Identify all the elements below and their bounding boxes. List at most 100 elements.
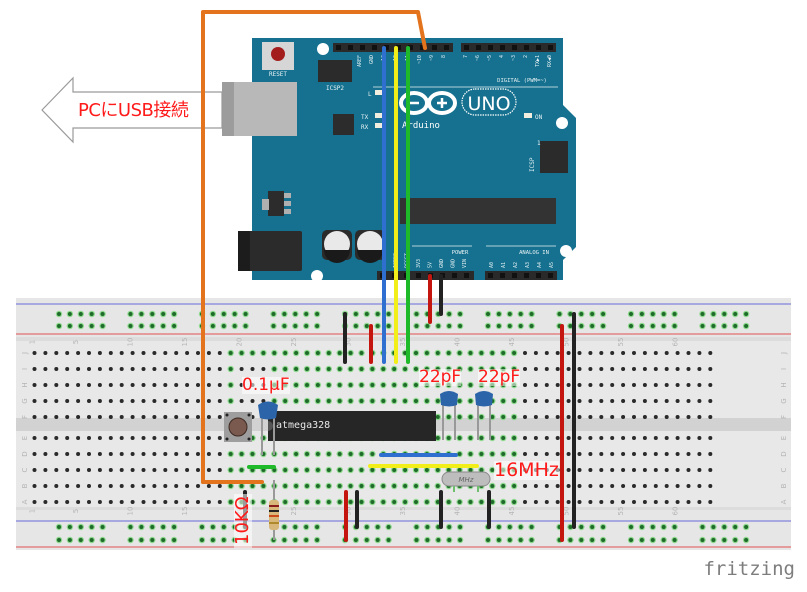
power-rail-hole xyxy=(414,525,419,529)
breadboard-hole xyxy=(512,415,517,419)
breadboard-hole xyxy=(141,484,146,488)
icsp2-label: ICSP2 xyxy=(326,85,344,92)
breadboard-hole xyxy=(359,468,364,472)
breadboard-hole xyxy=(163,351,168,355)
breadboard-hole xyxy=(523,452,527,456)
header-pin-label: RX◀0 xyxy=(547,55,553,67)
breadboard-hole xyxy=(239,468,244,472)
header-pin xyxy=(488,273,493,278)
breadboard-hole xyxy=(43,383,48,387)
power-rail-hole xyxy=(414,312,419,316)
breadboard-hole xyxy=(512,399,517,403)
breadboard-hole xyxy=(141,399,146,403)
wire-orange-reset[interactable] xyxy=(201,10,427,484)
power-pin-label: VIN xyxy=(462,259,468,268)
capacitor-22pF-1 xyxy=(440,391,458,440)
breadboard-hole xyxy=(228,351,233,355)
power-rail-hole xyxy=(458,324,463,328)
usb-connector[interactable] xyxy=(222,82,297,136)
breadboard-hole xyxy=(348,383,353,387)
breadboard-hole xyxy=(130,452,135,456)
power-rail-hole xyxy=(733,324,738,328)
breadboard-hole xyxy=(588,500,593,504)
breadboard-hole xyxy=(43,500,48,504)
row-letter: H xyxy=(780,382,788,387)
breadboard-hole xyxy=(664,468,669,472)
breadboard-hole xyxy=(566,468,571,472)
column-number: 15 xyxy=(181,338,189,347)
power-rail-hole xyxy=(507,312,512,316)
breadboard-hole xyxy=(97,367,102,371)
power-rail-hole xyxy=(529,312,534,316)
power-rail-hole xyxy=(447,324,452,328)
regulator-tab xyxy=(262,199,269,210)
breadboard-hole xyxy=(43,415,48,419)
power-rail-hole xyxy=(172,538,177,542)
breadboard-hole xyxy=(479,351,484,355)
breadboard-hole xyxy=(174,452,179,456)
power-rail-hole xyxy=(89,324,94,328)
column-number: 40 xyxy=(454,507,462,516)
breadboard-hole xyxy=(54,367,59,371)
power-rail-hole xyxy=(568,525,573,529)
breadboard-hole xyxy=(315,367,320,371)
breadboard-hole xyxy=(174,484,179,488)
breadboard-hole xyxy=(621,484,626,488)
breadboard-hole xyxy=(97,383,102,387)
power-rail-hole xyxy=(639,538,644,542)
breadboard-hole xyxy=(675,452,680,456)
breadboard-hole xyxy=(54,500,59,504)
breadboard-hole xyxy=(370,399,375,403)
breadboard-hole xyxy=(359,500,364,504)
power-rail-hole xyxy=(486,312,490,316)
row-letter: J xyxy=(780,352,788,355)
power-rail-hole xyxy=(529,525,534,529)
reset-button[interactable] xyxy=(271,47,285,61)
breadboard-hole xyxy=(294,383,299,387)
analog-header xyxy=(485,271,557,280)
breadboard-hole xyxy=(675,500,680,504)
breadboard-hole xyxy=(65,367,70,371)
breadboard-hole xyxy=(305,351,309,355)
breadboard-hole xyxy=(174,468,179,472)
breadboard-hole xyxy=(185,415,190,419)
breadboard-hole xyxy=(119,383,124,387)
header-pin xyxy=(536,273,541,278)
power-jack-front xyxy=(238,231,250,271)
breadboard-hole xyxy=(239,399,244,403)
breadboard-hole xyxy=(283,468,288,472)
power-rail-hole xyxy=(364,324,369,328)
breadboard-hole xyxy=(163,367,168,371)
crystal-16MHz-label: 16MHz xyxy=(494,459,559,481)
power-rail-hole xyxy=(447,312,452,316)
power-rail-hole xyxy=(282,538,287,542)
power-rail-hole xyxy=(650,538,655,542)
breadboard-hole xyxy=(130,415,135,419)
power-rail-hole xyxy=(590,525,595,529)
breadboard-hole xyxy=(392,383,397,387)
breadboard-hole xyxy=(675,383,680,387)
breadboard-hole xyxy=(315,351,320,355)
breadboard-hole xyxy=(512,436,517,440)
breadboard-hole xyxy=(664,383,669,387)
power-rail-hole xyxy=(100,538,105,542)
breadboard-hole xyxy=(32,351,37,355)
breadboard-hole xyxy=(65,484,70,488)
breadboard-hole xyxy=(501,484,506,488)
breadboard-hole xyxy=(152,436,157,440)
breadboard-hole xyxy=(610,484,615,488)
reset-push-button[interactable] xyxy=(224,412,252,442)
breadboard-hole xyxy=(664,484,669,488)
breadboard-hole xyxy=(32,383,37,387)
led-rx xyxy=(375,123,382,128)
breadboard-hole xyxy=(610,351,615,355)
analog-label: ANALOG IN xyxy=(519,250,549,256)
digital-header-left xyxy=(333,43,453,52)
breadboard-hole xyxy=(697,351,702,355)
power-rail-hole xyxy=(436,538,441,542)
breadboard-hole xyxy=(599,351,604,355)
breadboard-hole xyxy=(54,436,59,440)
breadboard-hole xyxy=(457,452,462,456)
column-number: 5 xyxy=(72,509,80,513)
breadboard-hole xyxy=(283,500,288,504)
